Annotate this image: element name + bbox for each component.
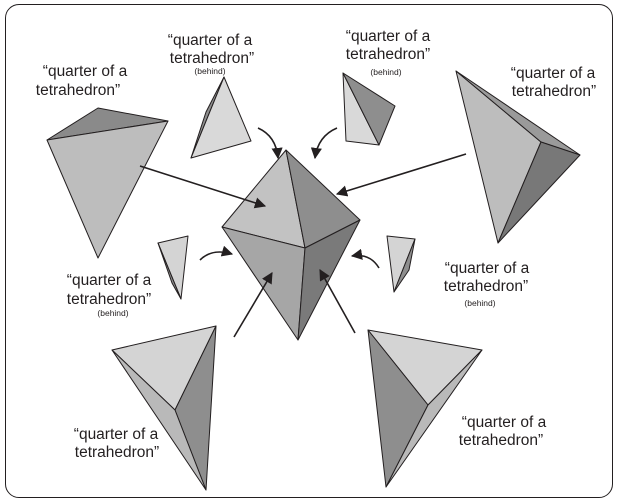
label-line1: “quarter of a bbox=[445, 260, 530, 277]
label-note: (behind) bbox=[370, 67, 401, 77]
label-line2: tetrahedron” bbox=[170, 50, 254, 67]
label-line2: tetrahedron” bbox=[512, 83, 596, 100]
diagram-frame bbox=[5, 4, 613, 498]
label-top-center-left: “quarter of a tetrahedron” (behind) bbox=[168, 32, 254, 76]
label-note: (behind) bbox=[194, 66, 225, 76]
top-center-right-tetrahedron-piece bbox=[342, 72, 396, 146]
top-left-tetrahedron-piece bbox=[46, 107, 169, 259]
arrow-top-center-left bbox=[257, 127, 283, 160]
label-note: (behind) bbox=[97, 308, 128, 318]
label-line1: “quarter of a bbox=[511, 65, 596, 82]
label-top-center-right: “quarter of a tetrahedron” (behind) bbox=[346, 28, 431, 77]
label-middle-right: “quarter of a tetrahedron” (behind) bbox=[444, 260, 530, 308]
arrow-top-center-right bbox=[310, 127, 338, 160]
label-line2: tetrahedron” bbox=[346, 46, 430, 63]
label-line1: “quarter of a bbox=[168, 32, 253, 49]
bottom-right-tetrahedron-piece bbox=[367, 329, 483, 488]
label-line1: “quarter of a bbox=[346, 28, 431, 45]
label-line2: tetrahedron” bbox=[67, 291, 151, 308]
arrow-top-right bbox=[335, 153, 467, 197]
middle-left-tetrahedron-piece bbox=[157, 235, 189, 300]
label-bottom-left: “quarter of a tetrahedron” bbox=[74, 426, 159, 461]
label-top-right: “quarter of a tetrahedron” bbox=[511, 65, 596, 100]
label-line1: “quarter of a bbox=[67, 272, 152, 289]
label-line2: tetrahedron” bbox=[36, 82, 120, 99]
label-line1: “quarter of a bbox=[462, 414, 547, 431]
central-octahedron bbox=[221, 149, 361, 341]
arrow-middle-right bbox=[350, 248, 380, 269]
middle-right-tetrahedron-piece bbox=[386, 235, 416, 293]
arrows bbox=[139, 127, 467, 338]
top-center-left-tetrahedron-piece bbox=[190, 76, 252, 159]
top-right-tetrahedron-piece bbox=[455, 70, 581, 244]
label-note: (behind) bbox=[464, 298, 495, 308]
label-bottom-right: “quarter of a tetrahedron” bbox=[459, 414, 547, 449]
arrow-middle-left bbox=[199, 245, 234, 261]
label-line2: tetrahedron” bbox=[444, 278, 528, 295]
label-line2: tetrahedron” bbox=[459, 432, 543, 449]
label-top-left: “quarter of a tetrahedron” bbox=[36, 63, 128, 99]
label-line2: tetrahedron” bbox=[75, 444, 159, 461]
label-line1: “quarter of a bbox=[74, 426, 159, 443]
arrow-bottom-left bbox=[233, 272, 273, 338]
arrow-top-left bbox=[139, 165, 267, 209]
arrow-bottom-right bbox=[319, 269, 356, 334]
label-middle-left: “quarter of a tetrahedron” (behind) bbox=[67, 272, 152, 318]
bottom-left-tetrahedron-piece bbox=[111, 325, 217, 491]
label-line1: “quarter of a bbox=[43, 63, 128, 80]
